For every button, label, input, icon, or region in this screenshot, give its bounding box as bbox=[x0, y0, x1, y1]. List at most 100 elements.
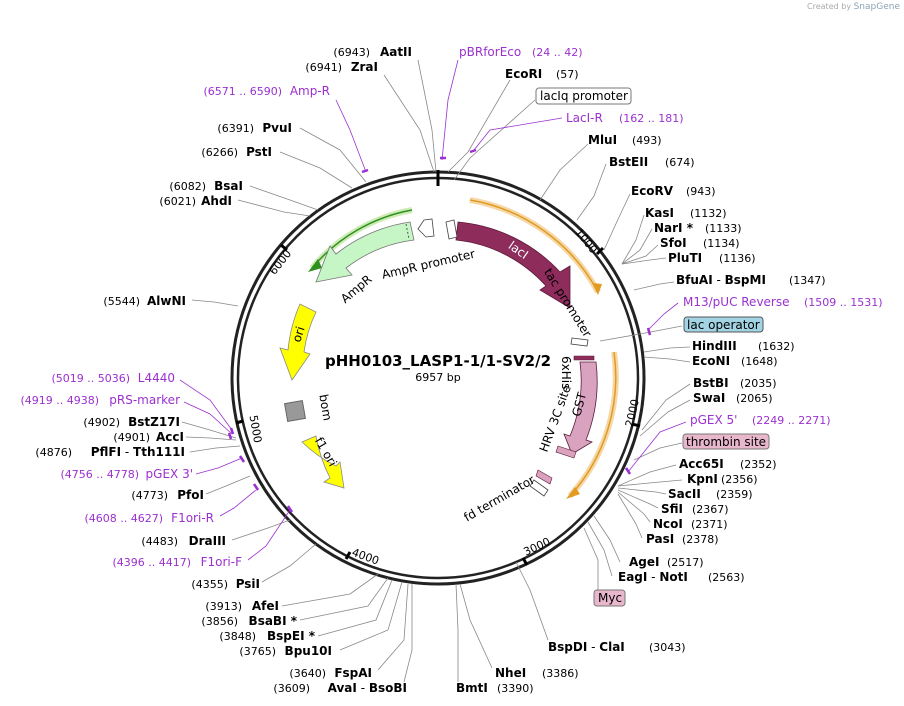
enzyme-avai: AvaI - BsoBI bbox=[328, 681, 407, 695]
primer-marker-f1ori-r bbox=[252, 483, 260, 491]
primer-leader-pgex3 bbox=[195, 457, 243, 475]
primer-leader-l4440 bbox=[179, 379, 233, 431]
enzyme-draiii: DraIII bbox=[189, 534, 226, 548]
orf-arc-lacI-line bbox=[469, 199, 599, 293]
enzyme-sfoi-pos: (1134) bbox=[703, 237, 740, 250]
enzyme-ncoi-pos: (2371) bbox=[691, 518, 728, 531]
enzyme-labels-left: AatII (6943) ZraI (6941) PvuI (6391) Pst… bbox=[35, 45, 412, 695]
leader-psti bbox=[279, 151, 353, 189]
enzyme-acci-pos: (4901) bbox=[113, 431, 150, 444]
enzyme-pluti-pos: (1136) bbox=[719, 252, 756, 265]
leader-pfoi bbox=[205, 475, 251, 495]
orf-arc-lacI-head bbox=[592, 283, 602, 295]
enzyme-econi-pos: (1648) bbox=[741, 355, 778, 368]
watermark-prefix: Created by bbox=[807, 2, 852, 11]
tick-label-2000: 2000 bbox=[623, 398, 642, 428]
primer-prs-range: (4919 .. 4938) bbox=[20, 394, 99, 407]
primer-labels: pBRforEco (24 .. 42) LacI-R (162 .. 181)… bbox=[20, 45, 882, 569]
enzyme-econi: EcoNI bbox=[692, 354, 730, 368]
primer-m13-range: (1509 .. 1531) bbox=[804, 296, 883, 309]
enzyme-psti-pos: (6266) bbox=[201, 146, 238, 159]
leader-alwni bbox=[191, 299, 239, 307]
enzyme-bfuai-pos: (1347) bbox=[789, 274, 826, 287]
enzyme-avai-pos: (3609) bbox=[273, 682, 310, 695]
enzyme-pasi-pos: (2378) bbox=[682, 533, 719, 546]
enzyme-sfii: SfiI bbox=[661, 502, 683, 516]
enzyme-eagi: EagI - NotI bbox=[618, 570, 688, 584]
enzyme-sacii-pos: (2359) bbox=[716, 488, 753, 501]
snapgene-watermark: Created by SnapGene bbox=[807, 2, 900, 12]
enzyme-pluti: PluTI bbox=[668, 251, 702, 265]
leader-hindiii bbox=[643, 346, 691, 353]
enzyme-agei-pos: (2517) bbox=[667, 556, 704, 569]
enzyme-alwni-pos: (5544) bbox=[103, 295, 140, 308]
label-myc: Myc bbox=[598, 591, 622, 605]
enzyme-pfoi: PfoI bbox=[177, 488, 204, 502]
enzyme-eagi-pos: (2563) bbox=[708, 571, 745, 584]
enzyme-bpu10i-pos: (3765) bbox=[239, 645, 276, 658]
enzyme-swai: SwaI bbox=[693, 391, 725, 405]
enzyme-bspdi: BspDI - ClaI bbox=[548, 640, 625, 654]
tick-label-5000: 5000 bbox=[247, 414, 265, 444]
enzyme-bsteii: BstEII bbox=[609, 155, 648, 169]
primer-pgex5: pGEX 5' bbox=[690, 413, 737, 427]
feature-ampr-promoter bbox=[417, 218, 435, 238]
leader-kpni bbox=[617, 479, 683, 487]
enzyme-sfii-pos: (2367) bbox=[692, 503, 729, 516]
feature-f1-ori bbox=[301, 435, 345, 489]
leader-lac-operator bbox=[599, 325, 683, 342]
leader-kasi bbox=[621, 214, 645, 265]
enzyme-mlui-pos: (493) bbox=[632, 134, 662, 147]
feature-ampr bbox=[315, 221, 415, 283]
feature-label-6xhis: 6xHis bbox=[559, 356, 573, 389]
enzyme-bspdi-pos: (3043) bbox=[649, 641, 686, 654]
enzyme-ecori: EcoRI bbox=[505, 67, 542, 81]
enzyme-bfuai: BfuAI - BspMI bbox=[676, 273, 766, 287]
enzyme-aatii-pos: (6943) bbox=[333, 46, 370, 59]
tick-1000 bbox=[595, 246, 605, 256]
leader-bpu10i bbox=[339, 581, 403, 651]
enzyme-afei-pos: (3913) bbox=[205, 600, 242, 613]
enzyme-zrai: ZraI bbox=[351, 60, 378, 74]
enzyme-bspei: BspEI * bbox=[267, 629, 316, 643]
primer-f1ori-f-range: (4396 .. 4417) bbox=[112, 556, 191, 569]
enzyme-acc65i: Acc65I bbox=[679, 457, 724, 471]
enzyme-ecorv: EcoRV bbox=[631, 184, 674, 198]
enzyme-bspei-pos: (3848) bbox=[219, 630, 256, 643]
tick-6000 bbox=[280, 243, 288, 252]
orf-arc-ampr-head bbox=[308, 259, 322, 272]
enzyme-mlui: MluI bbox=[588, 133, 617, 147]
primer-marker-amp-r bbox=[361, 168, 369, 174]
enzyme-hindiii-pos: (1632) bbox=[758, 340, 795, 353]
enzyme-acci: AccI bbox=[156, 430, 184, 444]
leader-sacii bbox=[617, 487, 667, 495]
feature-fd-terminator bbox=[529, 479, 549, 497]
primer-leader-amp-r bbox=[335, 99, 367, 173]
enzyme-bsai-pos: (6082) bbox=[169, 180, 206, 193]
leader-bstbi bbox=[641, 383, 691, 431]
enzyme-kpni-pos: (2356) bbox=[721, 473, 758, 486]
enzyme-labels-right: EcoRI (57) MluI (493) BstEII (674) EcoRV… bbox=[456, 67, 826, 695]
enzyme-bstz17i: BstZ17I bbox=[128, 415, 180, 429]
leader-ncoi bbox=[617, 491, 651, 523]
enzyme-pflfi: PflFI - Tth111I bbox=[91, 445, 185, 459]
primer-pbrforeco-range: (24 .. 42) bbox=[532, 46, 583, 59]
primer-leader-m13 bbox=[647, 302, 679, 331]
enzyme-bsabi: BsaBI * bbox=[249, 614, 298, 628]
primer-leader-pgex5 bbox=[627, 421, 687, 473]
enzyme-nhei-pos: (3386) bbox=[542, 667, 579, 680]
leader-bstz17i bbox=[181, 421, 237, 439]
leader-acci bbox=[185, 436, 237, 441]
primer-pbrforeco: pBRforEco bbox=[459, 45, 521, 59]
leader-psii bbox=[261, 543, 317, 583]
leader-zrai bbox=[383, 74, 435, 173]
enzyme-ahdi-pos: (6021) bbox=[159, 195, 196, 208]
tick-3000 bbox=[521, 557, 529, 566]
label-thrombin-site: thrombin site bbox=[686, 435, 766, 449]
leader-bspdi bbox=[515, 561, 549, 641]
leader-aatii bbox=[417, 59, 437, 173]
leader-sfii bbox=[617, 489, 659, 509]
enzyme-pflfi-pos: (4876) bbox=[35, 446, 72, 459]
leader-mlui bbox=[539, 143, 589, 201]
primer-leader-f1ori-f bbox=[247, 509, 291, 561]
